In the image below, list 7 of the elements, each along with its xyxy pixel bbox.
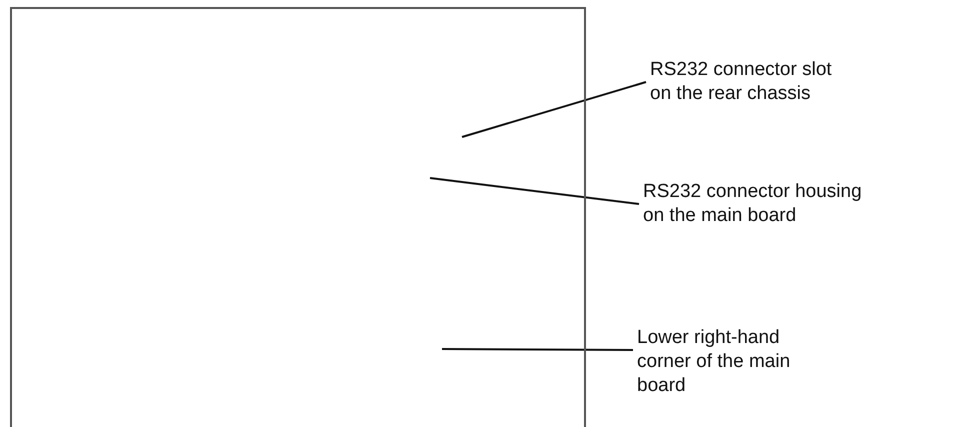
frame-box bbox=[10, 7, 586, 427]
callout-text: RS232 connector slot on the rear chassis bbox=[650, 58, 850, 106]
leader-line bbox=[462, 81, 646, 138]
callout-text: Lower right-hand corner of the main board bbox=[637, 326, 807, 398]
leader-line bbox=[442, 348, 633, 351]
callout-text: RS232 connector housing on the main board bbox=[643, 180, 878, 228]
leader-line bbox=[430, 177, 640, 205]
